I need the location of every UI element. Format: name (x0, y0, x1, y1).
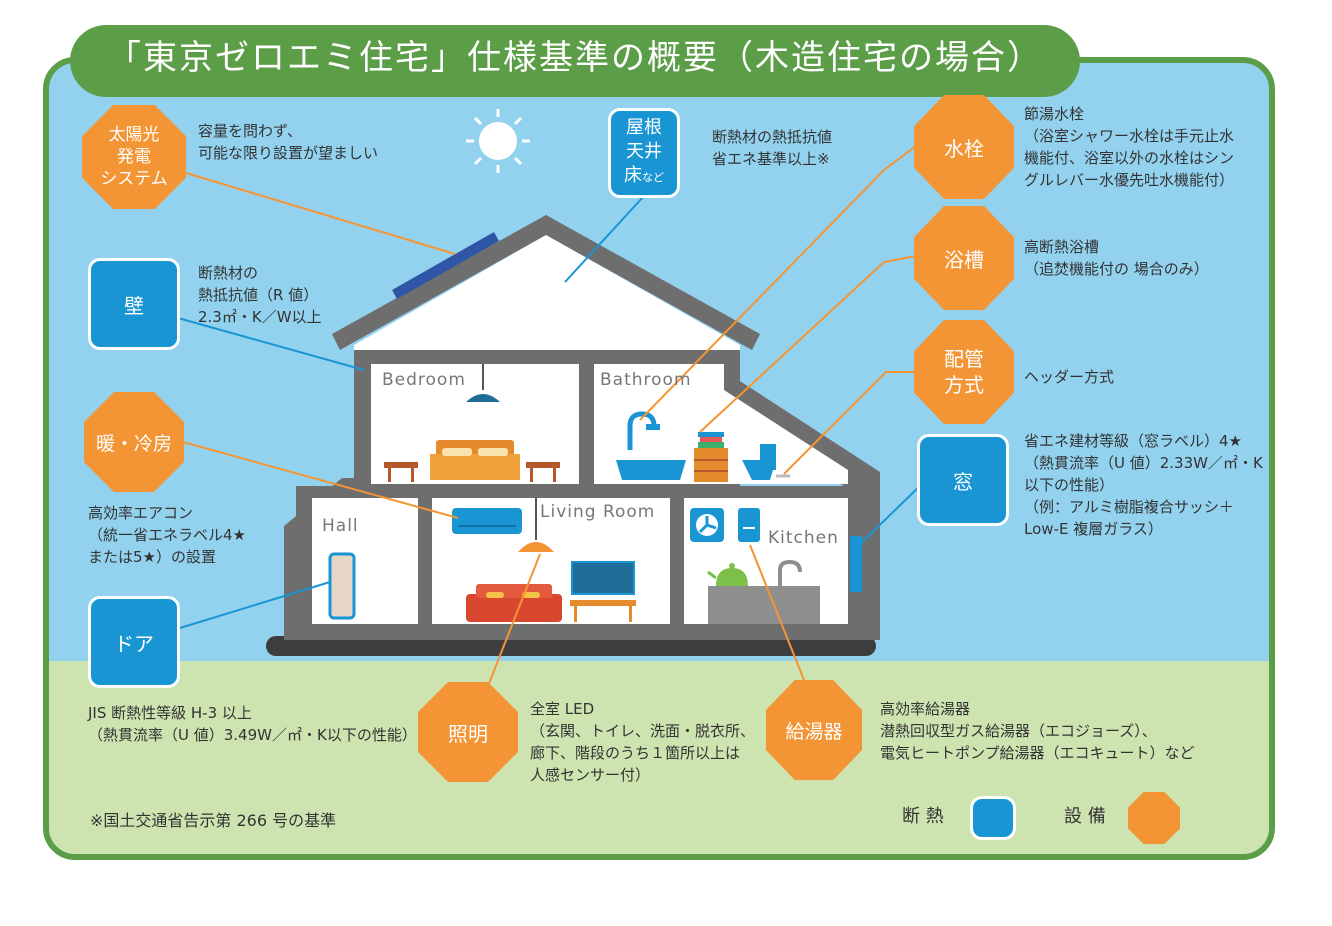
roof-label: 屋根 天井 床 (624, 117, 662, 186)
shower-icon (627, 411, 657, 450)
solar-panel (392, 232, 499, 299)
lighting-badge: 照明 (418, 682, 518, 782)
kitchen-counter (708, 586, 820, 624)
water-heater-note: 高効率給湯器 潜熱回収型ガス給湯器（エコジョーズ）、 電気ヒートポンプ給湯器（エ… (880, 700, 1195, 762)
wall-badge: 壁 (88, 258, 180, 350)
lighting-note: 全室 LED （玄関、トイレ、洗面・脱衣所、 廊下、階段のうち１箇所以上は 人感… (530, 700, 756, 784)
legend-insulation-swatch (970, 796, 1016, 840)
wall-label: 壁 (124, 293, 144, 318)
solar-badge: 太陽光 発電 システム (82, 105, 186, 209)
door-icon (328, 552, 356, 620)
kettle-icon (716, 568, 748, 586)
legend-equipment-swatch (1128, 792, 1180, 844)
ground (49, 661, 1269, 854)
piping-label: 配管 方式 (944, 347, 984, 397)
cabinet (694, 448, 728, 482)
tv-icon (571, 561, 635, 595)
faucet-note: 節湯水栓 （浴室シャワー水栓は手元止水 機能付、浴室以外の水栓はシン グルレバー… (1024, 105, 1235, 189)
legend-insulation-label: 断 熱 (902, 806, 944, 827)
bathtub-badge: 浴槽 (914, 206, 1014, 310)
toilet-icon (742, 460, 776, 480)
page-title: 「東京ゼロエミ住宅」仕様基準の概要（木造住宅の場合） (70, 25, 1080, 97)
window-note: 省エネ建材等級（窓ラベル）4★ （熱貫流率（U 値）2.33W／㎡・K 以下の性… (1024, 432, 1263, 538)
piping-note: ヘッダー方式 (1024, 368, 1115, 386)
roof-note: 断熱材の熱抵抗値 省エネ基準以上※ (712, 128, 833, 168)
pendant-lamp-living (518, 542, 554, 552)
bathtub-note: 高断熱浴槽 （追焚機能付の 場合のみ） (1024, 238, 1209, 278)
wall-note: 断熱材の 熱抵抗値（R 値） 2.3㎡・K／W以上 (198, 264, 322, 326)
heating-note: 高効率エアコン （統一省エネラベル4★ または5★）の設置 (88, 504, 246, 566)
lighting-label: 照明 (448, 721, 488, 746)
water-heater-badge: 給湯器 (766, 680, 862, 780)
annex-roof (726, 372, 880, 640)
window-label: 窓 (953, 469, 973, 494)
window-icon (850, 536, 862, 592)
water-heater-remote-icon (738, 508, 760, 542)
solar-label: 太陽光 発電 システム (100, 125, 168, 189)
water-heater-label: 給湯器 (785, 720, 843, 743)
door-badge: ドア (88, 596, 180, 688)
roof-badge: 屋根 天井 床など (608, 108, 680, 198)
room-label-living: Living Room (540, 502, 656, 522)
bathtub-icon (616, 460, 686, 480)
room-label-kitchen: Kitchen (768, 528, 839, 548)
room-label-bathroom: Bathroom (600, 370, 692, 390)
heating-badge: 暖・冷房 (84, 392, 184, 492)
solar-note: 容量を問わず、 可能な限り設置が望ましい (198, 122, 379, 162)
air-conditioner-icon (452, 508, 522, 534)
side-table-right (526, 462, 560, 468)
side-table-left (384, 462, 418, 468)
attic (354, 235, 740, 350)
door-label: ドア (114, 631, 154, 656)
window-badge: 窓 (917, 434, 1009, 526)
house-foundation (266, 636, 876, 656)
heating-label: 暖・冷房 (95, 432, 172, 455)
faucet-icon (778, 559, 802, 586)
room-label-hall: Hall (322, 516, 359, 536)
faucet-label: 水栓 (944, 136, 984, 161)
sofa (466, 594, 562, 622)
bathroom-slope (724, 390, 848, 484)
roof-label-sub: など (642, 171, 664, 184)
bed (430, 454, 520, 480)
leader-lines (177, 145, 923, 687)
footnote: ※国土交通省告示第 266 号の基準 (90, 811, 337, 830)
legend-equipment-label: 設 備 (1064, 806, 1106, 827)
faucet-badge: 水栓 (914, 95, 1014, 199)
piping-badge: 配管 方式 (914, 320, 1014, 424)
bathtub-label: 浴槽 (944, 247, 984, 272)
pendant-lamp-bedroom (466, 394, 500, 402)
door-note: JIS 断熱性等級 H-3 以上 （熱貫流率（U 値）3.49W／㎡・K以下の性… (88, 704, 417, 744)
room-label-bedroom: Bedroom (382, 370, 466, 390)
sun-icon (466, 109, 530, 173)
